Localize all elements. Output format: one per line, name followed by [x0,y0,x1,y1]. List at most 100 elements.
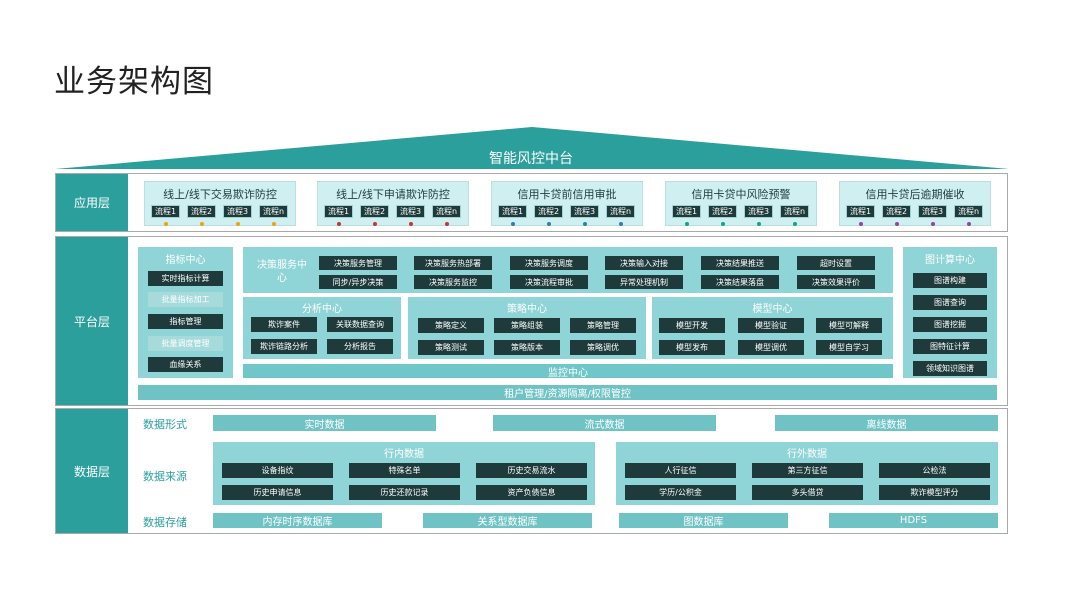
internal-data-item: 历史还款记录 [349,485,460,500]
app-box-1: 线上/线下交易欺诈防控 流程1 流程2 流程3 流程n [144,181,296,226]
decision-item: 同步/异步决策 [319,275,397,289]
decision-item: 决策结果落盘 [701,275,779,289]
analysis-item: 关联数据查询 [327,317,393,332]
page-title: 业务架构图 [54,64,214,100]
app-step: 流程1 [324,205,353,218]
flow-node [895,222,899,226]
internal-data: 行内数据 设备指纹 特殊名单 历史交易流水 历史申请信息 历史还款记录 资产负债… [213,442,595,505]
external-data-item: 多头借贷 [752,485,863,500]
strategy-item: 策略组装 [494,318,560,333]
storage-item: HDFS [829,513,998,528]
internal-data-item: 资产负债信息 [476,485,587,500]
flow-node [547,222,551,226]
strategy-center: 策略中心 策略定义 策略组装 策略管理 策略测试 策略版本 策略调优 [408,297,646,359]
indicator-item: 血缘关系 [148,357,223,372]
data-source-label: 数据来源 [143,470,187,483]
analysis-item: 欺诈链路分析 [251,339,317,354]
storage-item: 图数据库 [619,513,788,528]
app-box-3: 信用卡贷前信用审批 流程1 流程2 流程3 流程n [491,181,643,226]
analysis-center-title: 分析中心 [302,304,342,315]
model-item: 模型自学习 [816,340,882,355]
external-data-item: 公检法 [879,463,990,478]
app-step: 流程1 [846,205,875,218]
indicator-center: 指标中心 实时指标计算 批量指标加工 指标管理 批量调度管理 血缘关系 [138,247,233,378]
monitor-center-bar: 监控中心 [243,364,893,379]
storage-item: 内存时序数据库 [213,513,382,528]
flow-node [373,222,377,226]
flow-node [931,222,935,226]
internal-data-title: 行内数据 [384,449,424,460]
external-data-title: 行外数据 [787,449,827,460]
app-box-5: 信用卡贷后逾期催收 流程1 流程2 流程3 流程n [839,181,991,226]
app-step: 流程3 [744,205,773,218]
external-data-item: 人行征信 [625,463,736,478]
decision-item: 决策服务监控 [414,275,492,289]
decision-item: 超时设置 [797,256,875,270]
internal-data-item: 历史交易流水 [476,463,587,478]
app-step: 流程2 [534,205,563,218]
app-step: 流程1 [151,205,180,218]
flow-node [793,222,797,226]
analysis-item: 分析报告 [327,339,393,354]
app-step: 流程3 [918,205,947,218]
external-data-item: 欺诈模型评分 [879,485,990,500]
data-form-stream: 流式数据 [493,415,716,431]
app-layer-label: 应用层 [56,174,128,231]
flow-node [685,222,689,226]
data-form-offline: 离线数据 [775,415,998,431]
flow-node [337,222,341,226]
model-item: 模型可解释 [816,318,882,333]
internal-data-item: 特殊名单 [349,463,460,478]
strategy-item: 策略定义 [418,318,484,333]
decision-item: 决策流程审批 [510,275,588,289]
flow-node [200,222,204,226]
flow-node [967,222,971,226]
flow-node [757,222,761,226]
app-step: 流程1 [672,205,701,218]
graph-item: 图特征计算 [913,339,987,354]
graph-item: 图谱查询 [913,295,987,310]
app-step: 流程2 [187,205,216,218]
app-step: 流程n [259,205,288,218]
decision-item: 决策结果推送 [701,256,779,270]
decision-item: 异常处理机制 [605,275,683,289]
indicator-item: 指标管理 [148,314,223,329]
analysis-item: 欺诈案件 [251,317,317,332]
graph-item: 图谱构建 [913,273,987,288]
app-step: 流程2 [882,205,911,218]
app-step: 流程2 [360,205,389,218]
strategy-center-title: 策略中心 [507,304,547,315]
flow-node [721,222,725,226]
flow-node [583,222,587,226]
flow-node [859,222,863,226]
flow-node [511,222,515,226]
model-item: 模型发布 [659,340,725,355]
decision-item: 决策输入对接 [605,256,683,270]
model-item: 模型验证 [738,318,804,333]
indicator-item: 实时指标计算 [148,271,223,286]
roof-title: 智能风控中台 [489,151,573,167]
app-step: 流程3 [570,205,599,218]
app-box-title: 信用卡贷后逾期催收 [865,188,965,201]
model-center: 模型中心 模型开发 模型验证 模型可解释 模型发布 模型调优 模型自学习 [652,297,893,359]
strategy-item: 策略版本 [494,340,560,355]
analysis-center: 分析中心 欺诈案件 关联数据查询 欺诈链路分析 分析报告 [243,297,401,359]
model-item: 模型调优 [738,340,804,355]
strategy-item: 策略管理 [570,318,636,333]
graph-item: 领域知识图谱 [913,361,987,376]
external-data-item: 学历/公积金 [625,485,736,500]
roof-shape [55,127,1009,169]
indicator-item: 批量调度管理 [148,336,223,351]
app-step: 流程n [606,205,635,218]
flow-node [164,222,168,226]
app-step: 流程n [780,205,809,218]
decision-item: 决策服务热部署 [414,256,492,270]
decision-item: 决策服务管理 [319,256,397,270]
tenant-management-bar: 租户管理/资源隔离/权限管控 [138,385,997,400]
app-box-title: 线上/线下申请欺诈防控 [336,188,450,201]
app-step: 流程2 [708,205,737,218]
data-layer-label: 数据层 [56,409,128,533]
strategy-item: 策略测试 [418,340,484,355]
app-step: 流程3 [223,205,252,218]
graph-item: 图谱挖掘 [913,317,987,332]
